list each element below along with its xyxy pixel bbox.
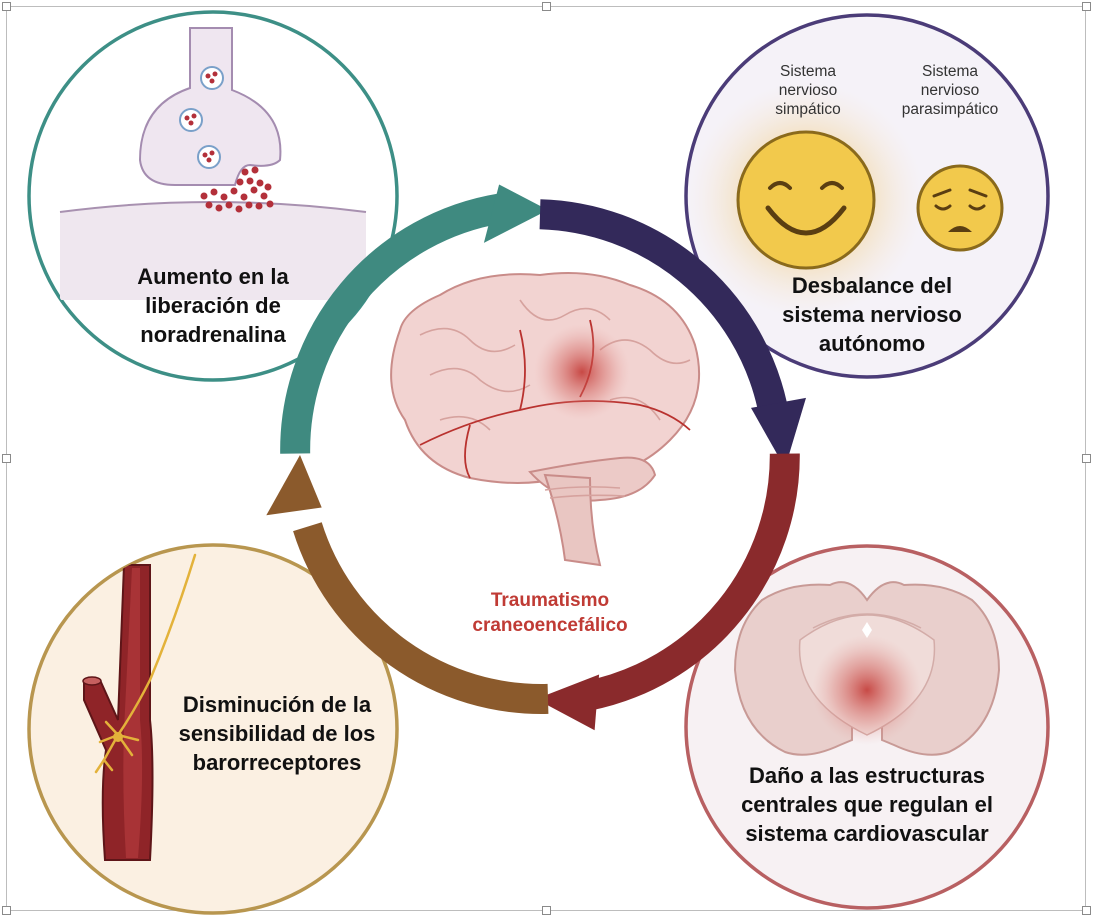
center-label: Traumatismo craneoencefálico [472, 590, 628, 636]
neurotransmitter-particles [200, 166, 274, 213]
happy-face-icon [736, 130, 876, 270]
brain-section [733, 581, 1001, 756]
resize-handle-top-center[interactable] [542, 2, 551, 11]
autonomic-label: Desbalance del sistema nervioso autónomo [782, 273, 962, 356]
baroreceptor-label: Disminución de la sensibilidad de los ba… [178, 692, 376, 775]
sympathetic-label: Sistema nervioso simpático [775, 63, 841, 118]
resize-handle-bottom-right[interactable] [1082, 906, 1091, 915]
arrow-red[interactable] [584, 453, 800, 711]
brain-illustration [390, 271, 701, 567]
vesicles [179, 66, 224, 169]
arrow-teal[interactable] [280, 193, 503, 454]
resize-handle-top-left[interactable] [2, 2, 11, 11]
central-damage-panel [684, 544, 1050, 910]
synapse-terminal [138, 27, 282, 186]
resize-handle-bottom-left[interactable] [2, 906, 11, 915]
noradrenaline-label: Aumento en la liberación de noradrenalin… [137, 264, 289, 347]
cycle-arrows[interactable] [266, 184, 806, 731]
autonomic-panel [684, 13, 1050, 379]
baroreceptor-panel [27, 543, 399, 915]
arrow-brown[interactable] [293, 522, 549, 714]
resize-handle-middle-right[interactable] [1082, 454, 1091, 463]
central-damage-label: Daño a las estructuras centrales que reg… [741, 763, 993, 846]
noradrenaline-panel [27, 10, 399, 382]
resize-handle-top-right[interactable] [1082, 2, 1091, 11]
sad-face-icon [916, 164, 1004, 252]
resize-handle-bottom-center[interactable] [542, 906, 551, 915]
parasympathetic-label: Sistema nervioso parasimpático [901, 63, 999, 118]
arrow-navy[interactable] [539, 199, 787, 409]
resize-handle-middle-left[interactable] [2, 454, 11, 463]
